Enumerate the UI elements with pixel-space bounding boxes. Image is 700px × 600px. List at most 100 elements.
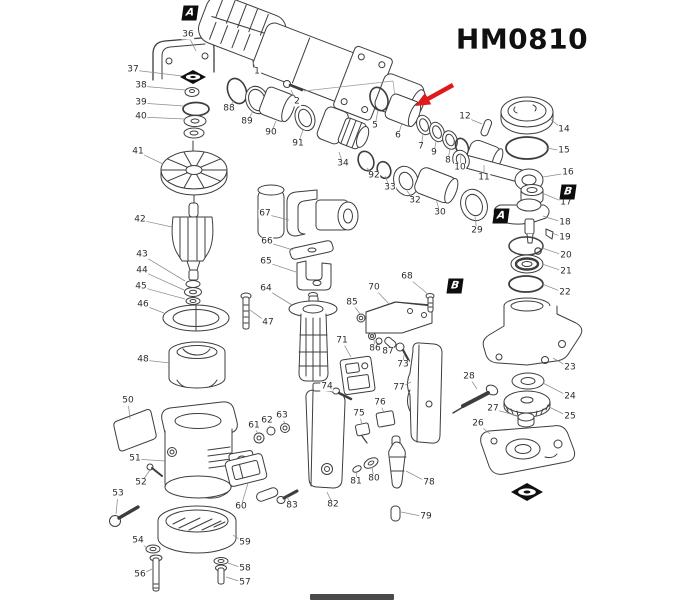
part-label-37: 37	[126, 64, 140, 75]
leader-line-15	[545, 147, 560, 151]
bolt-47-art	[240, 292, 252, 330]
leader-line-82	[326, 491, 332, 501]
leader-line-65	[270, 263, 297, 273]
part-label-52: 52	[134, 477, 148, 488]
leader-line-25	[548, 406, 566, 416]
part-label-48: 48	[136, 354, 150, 365]
part-label-36: 36	[181, 29, 195, 40]
part-label-89: 89	[240, 116, 254, 127]
assembly-marker-B-3: B	[559, 184, 577, 200]
leader-line-28	[471, 380, 478, 390]
leader-line-58	[227, 562, 241, 568]
leader-line-16	[542, 173, 564, 178]
leader-line-40	[145, 116, 186, 120]
assembly-marker-A-1: A	[181, 5, 199, 21]
part-label-10: 10	[453, 162, 467, 173]
leader-line-20	[541, 247, 562, 255]
part-label-46: 46	[136, 299, 150, 310]
rings-88-91-art	[226, 77, 316, 132]
part-label-45: 45	[134, 281, 148, 292]
part-label-57: 57	[238, 577, 252, 588]
part-label-58: 58	[238, 563, 252, 574]
armature-art	[171, 202, 214, 305]
leader-line-83	[286, 496, 290, 502]
part-label-73: 73	[396, 359, 410, 370]
part-label-74: 74	[320, 381, 334, 392]
leader-line-43	[146, 257, 186, 282]
bearing-plate-art	[480, 425, 576, 475]
part-label-9: 9	[430, 147, 438, 158]
leader-line-2	[290, 89, 296, 98]
leader-line-85	[354, 306, 361, 315]
leader-line-61	[255, 430, 259, 435]
stator-art	[168, 341, 226, 389]
bolt-28-art	[452, 384, 499, 414]
handle-77-art	[407, 342, 443, 444]
assembly-marker-A-2: A	[492, 208, 510, 224]
part-label-68: 68	[400, 271, 414, 282]
part-label-32: 32	[408, 195, 422, 206]
suppressor-art	[388, 435, 407, 522]
leader-line-1	[251, 59, 256, 68]
leader-line-22	[541, 283, 561, 292]
part-label-26: 26	[471, 418, 485, 429]
part-label-12: 12	[458, 111, 472, 122]
part-label-80: 80	[367, 473, 381, 484]
leader-line-88	[231, 99, 235, 105]
part-label-90: 90	[264, 127, 278, 138]
part-label-28: 28	[462, 371, 476, 382]
leader-line-36	[189, 39, 197, 52]
washer-stack-art	[182, 87, 210, 139]
leader-line-33	[384, 175, 389, 184]
part-label-33: 33	[383, 182, 397, 193]
part-label-71: 71	[335, 335, 349, 346]
motor-housing-art	[146, 401, 290, 499]
part-label-67: 67	[258, 208, 272, 219]
leader-line-67	[269, 214, 290, 221]
part-label-39: 39	[134, 97, 148, 108]
leader-line-7	[421, 133, 424, 143]
leader-line-90	[272, 120, 277, 129]
leader-line-29	[474, 216, 477, 227]
highlight-arrow-shaft	[422, 83, 455, 104]
part-label-83: 83	[285, 500, 299, 511]
part-label-30: 30	[433, 207, 447, 218]
leader-line-50	[128, 405, 131, 420]
tool-holder-art	[316, 106, 370, 150]
leader-line-89	[249, 110, 254, 118]
part-label-79: 79	[419, 511, 433, 522]
leader-line-38	[145, 86, 186, 91]
leader-line-63	[283, 420, 286, 425]
part-label-51: 51	[128, 453, 142, 464]
part-label-81: 81	[349, 476, 363, 487]
part-label-18: 18	[558, 217, 572, 228]
leader-line-5	[375, 109, 379, 122]
leader-line-79	[400, 511, 422, 517]
part-label-62: 62	[260, 415, 274, 426]
part-label-11: 11	[477, 172, 491, 183]
leader-line-68	[410, 279, 429, 295]
part-label-41: 41	[131, 146, 145, 157]
makita-diamond-logo-pupil	[190, 75, 196, 79]
leader-line-52	[143, 469, 151, 480]
part-label-77: 77	[392, 382, 406, 393]
leader-line-81	[356, 470, 358, 478]
part-label-2: 2	[293, 96, 301, 107]
part-label-59: 59	[238, 537, 252, 548]
piston-chain-art	[369, 86, 504, 170]
part-label-5: 5	[371, 120, 379, 131]
part-label-66: 66	[260, 236, 274, 247]
gear-set-art	[503, 372, 551, 428]
leader-line-75	[360, 418, 363, 425]
part-label-16: 16	[561, 167, 575, 178]
leader-line-9	[434, 140, 437, 149]
part-label-14: 14	[557, 124, 571, 135]
part-label-47: 47	[261, 317, 275, 328]
part-label-70: 70	[367, 282, 381, 293]
leader-line-39	[145, 102, 185, 107]
part-label-1: 1	[253, 66, 261, 77]
part-label-78: 78	[422, 477, 436, 488]
part-label-86: 86	[368, 343, 382, 354]
part-label-61: 61	[247, 420, 261, 431]
